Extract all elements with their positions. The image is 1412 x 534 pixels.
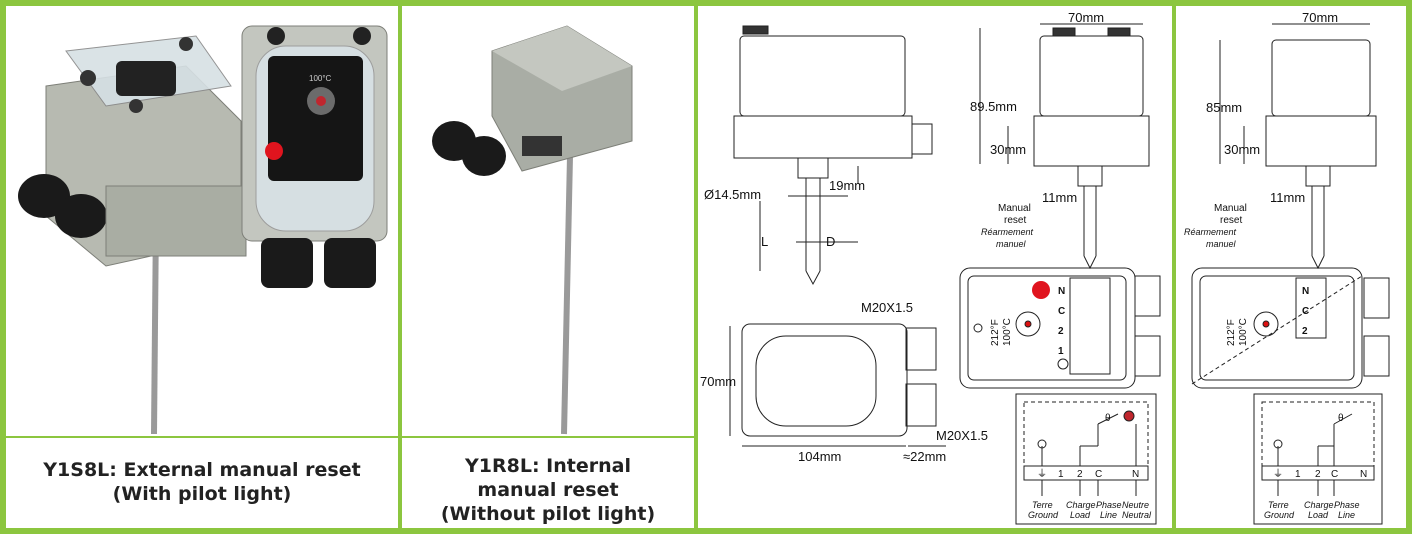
wiring-fr-neutral: Neutre [1122,500,1149,510]
r-dim-height-total: 85mm [1206,100,1242,115]
r-term-c: C [1302,306,1309,317]
term-2: 2 [1058,326,1064,337]
r-dim-height-box: 30mm [1224,142,1260,157]
reset-fr1: Réarmement [981,227,1034,237]
r-reset-fr2: manuel [1206,239,1237,249]
r-wiring-fr-load: Charge [1304,500,1334,510]
dim-nut: 19mm [829,178,865,193]
internal-view-right [1191,267,1390,389]
r-reset-en2: reset [1220,215,1242,226]
drawing-left-svg: Ø14.5mm 19mm L D 70mm 89.5mm 30mm 11m [700,10,1161,525]
wiring-diagram-left [1015,393,1157,525]
pilot-light-dot [1032,281,1050,299]
y1r8l-caption: Y1R8L: Internal manual reset (Without pi… [402,454,694,526]
reset-en1: Manual [998,203,1031,214]
term-c: C [1058,306,1065,317]
dim-height-box: 30mm [990,142,1026,157]
y1s8l-caption-line2: (With pilot light) [112,483,292,505]
wiring-en-neutral: Neutral [1122,510,1152,520]
reset-fr2: manuel [996,239,1027,249]
panel-drawing-left: Ø14.5mm 19mm L D 70mm 89.5mm 30mm 11m [698,6,1172,528]
r-dial-c: 100°C [1238,318,1249,346]
panel-y1r8l: Y1R8L: Internal manual reset (Without pi… [402,6,694,528]
reset-en2: reset [1004,215,1026,226]
r-wiring-en-ground: Ground [1264,510,1295,520]
y1s8l-caption-line1: Y1S8L: External manual reset [43,459,361,481]
drawing-right-svg: 70mm 85mm 30mm 11mm Manual reset Réarmem… [1184,10,1390,525]
r-wiring-t1: 1 [1295,469,1301,480]
y1r8l-caption-line2: manual reset [477,479,619,501]
r-reset-fr1: Réarmement [1184,227,1237,237]
wiring-fr-phase: Phase [1096,500,1122,510]
dim-width-top: 70mm [1068,10,1104,25]
r-wiring-tn: N [1360,469,1367,480]
dial-c: 100°C [1002,318,1013,346]
term-1: 1 [1058,346,1064,357]
r-reset-en1: Manual [1214,203,1247,214]
y1s8l-device-angled [18,35,247,435]
front-view [979,23,1150,270]
wiring-diagram-right [1253,393,1383,525]
y1s8l-photo: 100°C [18,25,388,435]
r-dial-f: 212°F [1226,319,1237,346]
wiring-en-load: Load [1070,510,1091,520]
dim-side-height: 70mm [700,374,736,389]
bottom-view [729,323,946,447]
y1r8l-photo [432,25,633,435]
r-wiring-t2: 2 [1315,469,1321,480]
side-view [733,25,933,286]
dim-extra-len: ≈22mm [903,449,946,464]
thread-top: M20X1.5 [861,300,913,315]
wiring-tc: C [1095,469,1102,480]
dim-length: L [761,234,768,249]
wiring-en-phase: Line [1100,510,1117,520]
wiring-fr-load: Charge [1066,500,1096,510]
dial-f: 212°F [990,319,1001,346]
r-wiring-en-phase: Line [1338,510,1355,520]
dim-shaft: 11mm [1042,190,1077,205]
wiring-t-ground: ⏚ [1037,468,1047,480]
r-wiring-theta: θ [1338,413,1344,424]
r-wiring-tc: C [1331,469,1338,480]
wiring-fr-ground: Terre [1032,500,1053,510]
front-view-right [1219,23,1377,270]
r-wiring-fr-ground: Terre [1268,500,1289,510]
y1r8l-caption-line3: (Without pilot light) [440,503,656,525]
panel-drawing-right: 70mm 85mm 30mm 11mm Manual reset Réarmem… [1176,6,1406,528]
gauge-label: 100°C [309,74,332,83]
r-wiring-t-ground: ⏚ [1273,468,1283,480]
r-dim-shaft: 11mm [1270,190,1305,205]
r-dim-width-top: 70mm [1302,10,1338,25]
wiring-en-ground: Ground [1028,510,1059,520]
dim-base-len: 104mm [798,449,841,464]
dim-diameter: Ø14.5mm [704,187,761,202]
dim-dia: D [826,234,835,249]
panel-y1s8l: 100°C Y1S8L: External manual reset (With… [6,6,398,528]
r-term-2: 2 [1302,326,1308,337]
dim-height-total: 89.5mm [970,99,1017,114]
r-wiring-fr-phase: Phase [1334,500,1360,510]
thread-bottom: M20X1.5 [936,428,988,443]
internal-view [959,267,1161,389]
y1r8l-device [432,25,633,435]
wiring-t1: 1 [1058,469,1064,480]
wiring-t2: 2 [1077,469,1083,480]
pilot-light [265,142,283,160]
wiring-theta: θ [1105,413,1111,424]
wiring-tn: N [1132,469,1139,480]
r-term-n: N [1302,286,1309,297]
y1s8l-caption: Y1S8L: External manual reset (With pilot… [6,458,398,506]
r-wiring-en-load: Load [1308,510,1329,520]
term-n: N [1058,286,1065,297]
y1r8l-caption-line1: Y1R8L: Internal [465,455,631,477]
y1s8l-device-front: 100°C [241,25,388,288]
